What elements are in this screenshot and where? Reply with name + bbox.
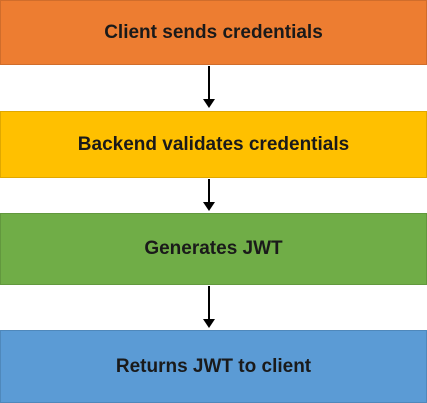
arrow-head	[203, 319, 215, 328]
step-label: Client sends credentials	[104, 21, 323, 43]
arrow-head	[203, 99, 215, 108]
step-backend-validates-credentials: Backend validates credentials	[0, 111, 427, 178]
arrow-shaft	[208, 66, 210, 100]
arrow-head	[203, 202, 215, 211]
down-arrow-icon	[203, 286, 215, 329]
step-returns-jwt-to-client: Returns JWT to client	[0, 330, 427, 403]
step-label: Generates JWT	[144, 238, 283, 259]
step-label: Backend validates credentials	[77, 133, 350, 155]
arrow-shaft	[208, 179, 210, 203]
arrow-shaft	[208, 286, 210, 320]
step-generates-jwt: Generates JWT	[0, 213, 427, 285]
down-arrow-icon	[203, 66, 215, 108]
step-client-sends-credentials: Client sends credentials	[0, 0, 427, 65]
down-arrow-icon	[203, 179, 215, 212]
step-label: Returns JWT to client	[115, 355, 312, 377]
